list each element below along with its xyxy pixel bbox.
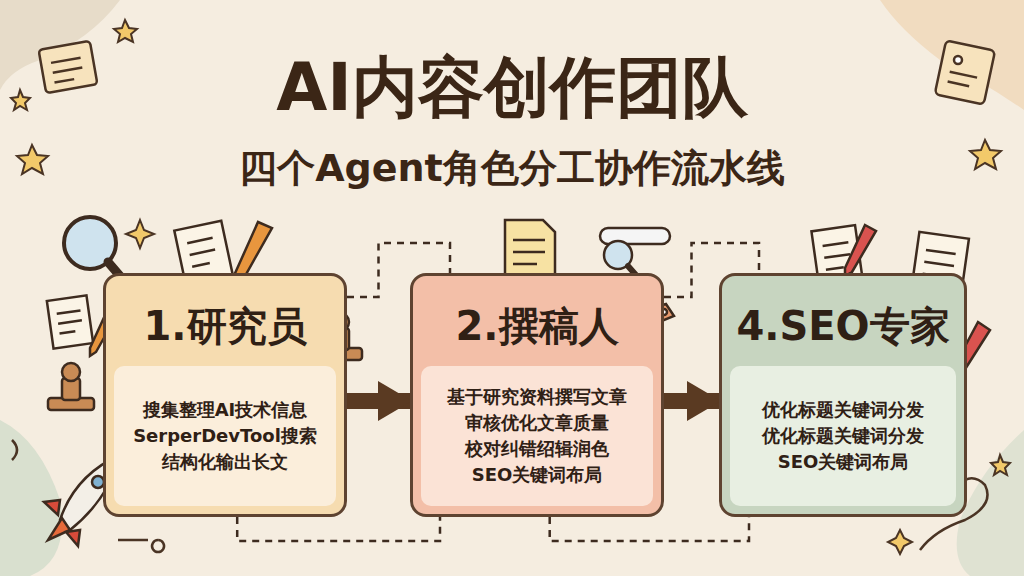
- role-box: 1.研究员搜集整理AI技术信息SerperDevTool搜索结构化输出长文: [103, 273, 347, 517]
- task-text: 搜集整理AI技术信息: [143, 397, 308, 423]
- task-panel: 搜集整理AI技术信息SerperDevTool搜索结构化输出长文: [114, 366, 336, 506]
- task-panel: 优化标题关键词分发优化标题关键词分发SEO关键词布局: [730, 366, 956, 506]
- role-box: 4.SEO专家优化标题关键词分发优化标题关键词分发SEO关键词布局: [719, 273, 967, 517]
- flow-arrow: [664, 393, 719, 409]
- role-heading: 4.SEO专家: [736, 302, 949, 350]
- task-panel: 基于研究资料撰写文章审核优化文章质量校对纠错绍辑润色SEO关键词布局: [421, 366, 653, 506]
- task-text: 校对纠错绍辑润色: [465, 436, 609, 462]
- task-text: SEO关键词布局: [778, 449, 909, 475]
- task-text: 基于研究资料撰写文章: [447, 384, 627, 410]
- task-text: SerperDevTool搜索: [133, 423, 317, 449]
- flow-arrow: [347, 393, 410, 409]
- task-text: 结构化输出长文: [162, 449, 288, 475]
- dashed-link: [237, 517, 440, 541]
- role-box: 2.撰稿人基于研究资料撰写文章审核优化文章质量校对纠错绍辑润色SEO关键词布局: [410, 273, 664, 517]
- task-text: 优化标题关键词分发: [762, 423, 924, 449]
- subtitle: 四个Agent角色分工协作流水线: [0, 148, 1024, 190]
- paint-patch: [0, 420, 62, 576]
- task-text: SEO关键词布局: [472, 462, 603, 488]
- paint-patch: [880, 0, 1024, 110]
- task-text: 审核优化文章质量: [465, 410, 609, 436]
- role-heading: 1.研究员: [143, 302, 306, 350]
- task-text: 优化标题关键词分发: [762, 397, 924, 423]
- dashed-link: [550, 517, 749, 541]
- role-heading: 2.撰稿人: [455, 302, 618, 350]
- page-title: AI内容创作团队: [0, 52, 1024, 125]
